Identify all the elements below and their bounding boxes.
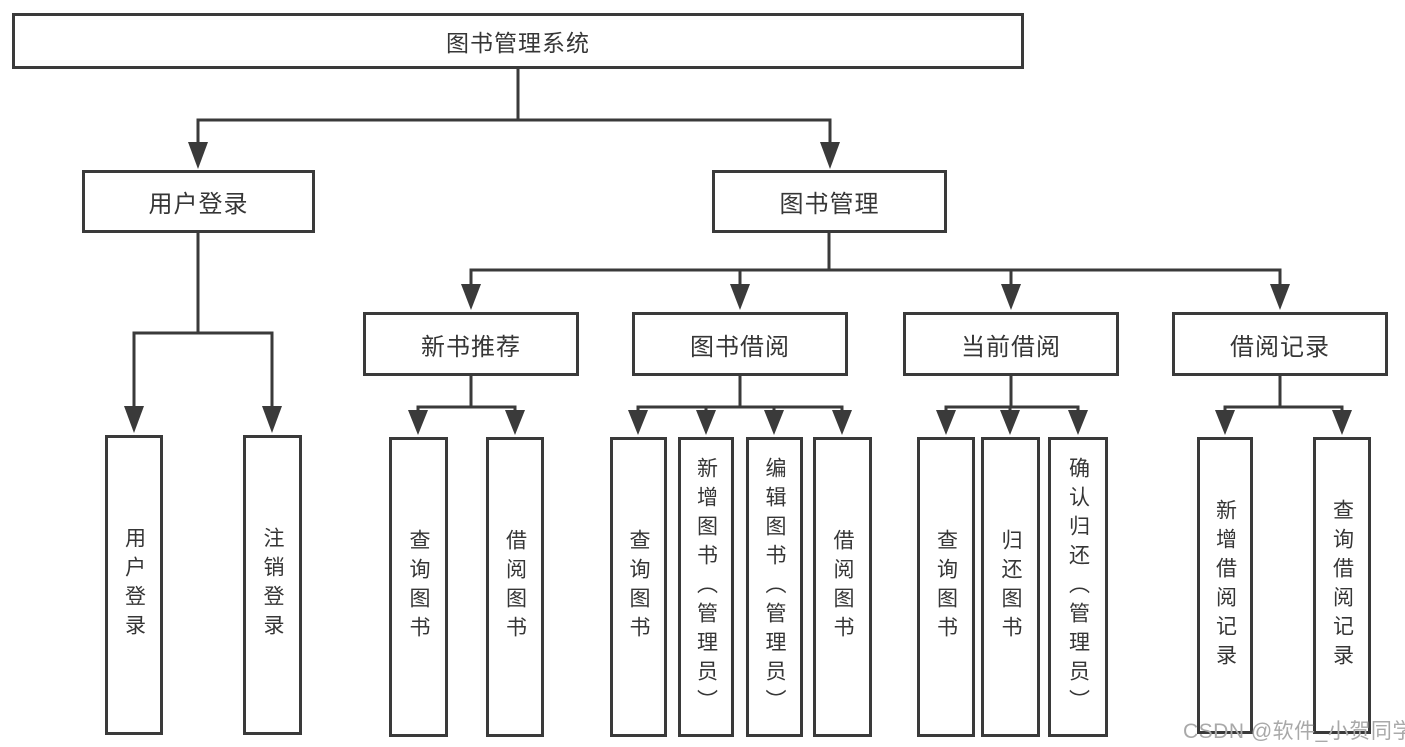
leaf-borrow-books-recommend-label: 借阅图书 — [503, 529, 527, 645]
node-current-borrow-label: 当前借阅 — [961, 333, 1061, 361]
node-book-borrow: 图书借阅 — [632, 312, 848, 376]
node-borrow-records: 借阅记录 — [1172, 312, 1388, 376]
leaf-return-books: 归还图书 — [981, 437, 1040, 737]
leaf-add-books-admin-label: 新增图书（管理员） — [694, 456, 718, 718]
leaf-logout-label: 注销登录 — [261, 527, 284, 643]
node-book-mgmt-label: 图书管理 — [779, 191, 880, 218]
node-root: 图书管理系统 — [12, 13, 1024, 69]
leaf-query-borrow-record: 查询借阅记录 — [1313, 437, 1371, 734]
leaf-logout: 注销登录 — [243, 435, 302, 735]
leaf-edit-books-admin: 编辑图书（管理员） — [746, 437, 803, 737]
node-root-label: 图书管理系统 — [446, 30, 590, 56]
leaf-borrow-books-label: 借阅图书 — [831, 529, 854, 645]
leaf-query-books-borrow: 查询图书 — [610, 437, 667, 737]
leaf-user-login: 用户登录 — [105, 435, 163, 735]
node-book-mgmt: 图书管理 — [712, 170, 947, 233]
leaf-query-books-recommend: 查询图书 — [389, 437, 448, 737]
node-new-book-recommend: 新书推荐 — [363, 312, 579, 376]
leaf-confirm-return-admin-label: 确认归还（管理员） — [1066, 456, 1090, 718]
leaf-add-books-admin: 新增图书（管理员） — [678, 437, 734, 737]
leaf-add-borrow-record: 新增借阅记录 — [1197, 437, 1253, 734]
leaf-confirm-return-admin: 确认归还（管理员） — [1048, 437, 1108, 737]
node-user-login: 用户登录 — [82, 170, 315, 233]
leaf-user-login-label: 用户登录 — [122, 527, 146, 643]
leaf-query-books-borrow-label: 查询图书 — [627, 529, 650, 645]
node-user-login-label: 用户登录 — [148, 191, 249, 218]
node-new-book-recommend-label: 新书推荐 — [421, 333, 521, 361]
csdn-watermark: CSDN @软件_小贺同学 — [1183, 720, 1405, 743]
leaf-query-books-current-label: 查询图书 — [934, 529, 958, 645]
node-borrow-records-label: 借阅记录 — [1230, 333, 1330, 361]
leaf-query-books-current: 查询图书 — [917, 437, 975, 737]
leaf-return-books-label: 归还图书 — [999, 529, 1022, 645]
leaf-borrow-books: 借阅图书 — [813, 437, 872, 737]
leaf-query-borrow-record-label: 查询借阅记录 — [1330, 498, 1354, 673]
node-current-borrow: 当前借阅 — [903, 312, 1119, 376]
leaf-query-books-recommend-label: 查询图书 — [407, 529, 430, 645]
leaf-edit-books-admin-label: 编辑图书（管理员） — [763, 456, 786, 718]
leaf-borrow-books-recommend: 借阅图书 — [486, 437, 544, 737]
leaf-add-borrow-record-label: 新增借阅记录 — [1213, 498, 1237, 673]
node-book-borrow-label: 图书借阅 — [690, 333, 790, 361]
